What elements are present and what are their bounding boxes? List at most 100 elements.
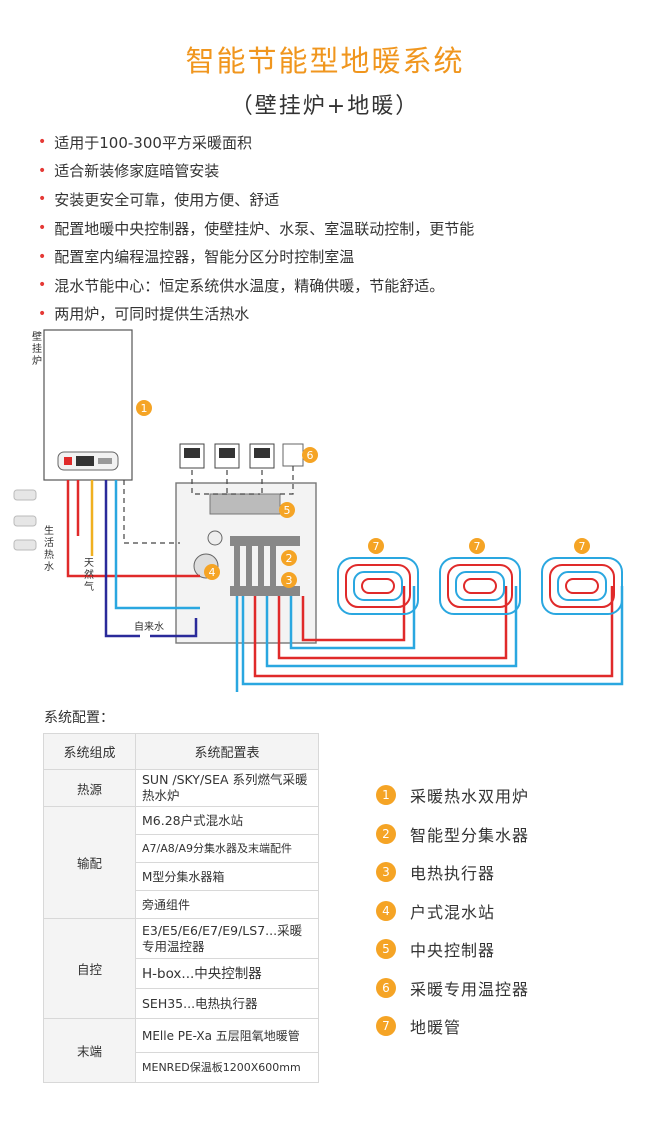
feature-text: 安装更安全可靠，使用方便、舒适	[54, 190, 280, 209]
legend-number: 1	[376, 785, 396, 806]
marker-3: 3	[281, 572, 297, 588]
wall-boiler	[43, 329, 133, 481]
faucet-icon	[13, 489, 37, 551]
central-controller	[209, 493, 281, 515]
config-item: H-box...中央控制器	[135, 958, 319, 989]
legend-number: 5	[376, 939, 396, 960]
config-item: SEH35...电热执行器	[135, 988, 319, 1019]
legend-item: 4 户式混水站	[376, 892, 529, 931]
marker-5: 5	[279, 502, 295, 518]
bullet-icon: •	[38, 248, 47, 265]
feature-item: •适合新装修家庭暗管安装	[38, 157, 638, 186]
marker-6: 6	[302, 447, 318, 463]
manifold	[230, 536, 300, 596]
config-table: 系统组成 系统配置表 热源 SUN /SKY/SEA 系列燃气采暖热水炉 输配 …	[43, 733, 319, 1083]
legend-label: 中央控制器	[410, 941, 496, 961]
column-header: 系统组成	[43, 733, 136, 770]
feature-item: • 配置地暖中央控制器，使壁挂炉、水泵、室温联动控制，更节能	[38, 214, 638, 243]
svg-text:7: 7	[474, 540, 481, 553]
hot-water-label: 生活热水	[44, 526, 54, 573]
group-label: 输配	[43, 806, 136, 919]
feature-text: 配置室内编程温控器，智能分区分时控制室温	[54, 248, 355, 267]
table-row: SEH35...电热执行器	[44, 988, 319, 1019]
bullet-icon: •	[38, 220, 47, 237]
legend-label: 采暖专用温控器	[410, 979, 530, 999]
column-header: 系统配置表	[135, 733, 319, 770]
feature-item: • 两用炉，可同时提供生活热水	[38, 300, 638, 329]
legend-number: 3	[376, 862, 396, 883]
feature-text: 混水节能中心：恒定系统供水温度，精确供暖，节能舒适。	[54, 276, 445, 295]
svg-text:1: 1	[141, 402, 148, 415]
diagram-svg: 1 2 3 4 5 6 7 7 7	[13, 329, 624, 692]
legend-label: 电热执行器	[410, 864, 496, 884]
config-item: MElle PE-Xa 五层阻氧地暖管	[135, 1018, 319, 1053]
system-diagram: 1 2 3 4 5 6 7 7 7 壁挂炉 生活热水 天然气 自来水	[0, 318, 650, 698]
floor-heating-loop	[541, 557, 623, 615]
feature-text: 两用炉，可同时提供生活热水	[54, 305, 250, 324]
bullet-icon: •	[38, 162, 47, 179]
svg-text:3: 3	[286, 574, 293, 587]
feature-text: 适用于100-300平方采暖面积	[54, 133, 252, 152]
feature-list: • 适用于100-300平方采暖面积 •适合新装修家庭暗管安装 • 安装更安全可靠，…	[38, 128, 638, 328]
legend-label: 采暖热水双用炉	[410, 787, 530, 807]
legend-item: 1 采暖热水双用炉	[376, 776, 529, 815]
floor-heating-loop	[337, 557, 419, 615]
bullet-icon: •	[38, 191, 47, 208]
legend-number: 6	[376, 977, 396, 998]
config-item: A7/A8/A9分集水器及末端配件	[135, 834, 319, 863]
marker-7: 7	[469, 538, 485, 554]
table-row: 旁通组件	[44, 890, 319, 919]
config-item: MENRED保温板1200X600mm	[135, 1052, 319, 1083]
pipe-network	[66, 480, 200, 638]
svg-text:5: 5	[284, 504, 291, 517]
feature-text: 配置地暖中央控制器，使壁挂炉、水泵、室温联动控制，更节能	[54, 219, 475, 238]
legend-label: 智能型分集水器	[410, 825, 530, 845]
legend-item: 7 地暖管	[376, 1007, 529, 1046]
legend-label: 地暖管	[410, 1018, 462, 1038]
boiler-label: 壁挂炉	[32, 332, 42, 367]
feature-item: • 混水节能中心：恒定系统供水温度，精确供暖，节能舒适。	[38, 271, 638, 300]
feature-item: • 适用于100-300平方采暖面积	[38, 128, 638, 157]
control-wiring	[123, 466, 294, 544]
config-item: M6.28户式混水站	[135, 806, 319, 835]
config-item: M型分集水器箱	[135, 862, 319, 891]
legend-number: 2	[376, 823, 396, 844]
bullet-icon: •	[38, 305, 47, 322]
config-item: E3/E5/E6/E7/E9/LS7...采暖专用温控器	[135, 918, 319, 959]
table-header: 系统组成 系统配置表	[43, 733, 319, 770]
legend-number: 4	[376, 900, 396, 921]
table-row: 末端 MElle PE-Xa 五层阻氧地暖管	[43, 1018, 319, 1083]
component-legend: 1 采暖热水双用炉 2 智能型分集水器 3 电热执行器 4 户式混水站 5 中央控制器 6…	[376, 776, 529, 1046]
floor-heating-loop	[439, 557, 521, 615]
legend-number: 7	[376, 1016, 396, 1037]
svg-text:7: 7	[579, 540, 586, 553]
gas-label: 天然气	[84, 558, 94, 593]
thermostat-icon	[179, 443, 304, 469]
marker-1: 1	[136, 400, 152, 416]
table-row: H-box...中央控制器	[44, 958, 319, 989]
table-row: 输配 M6.28户式混水站	[43, 806, 319, 919]
svg-text:7: 7	[373, 540, 380, 553]
feature-item: • 安装更安全可靠，使用方便、舒适	[38, 185, 638, 214]
group-label: 末端	[43, 1018, 136, 1083]
table-row: 热源 SUN /SKY/SEA 系列燃气采暖热水炉	[43, 769, 319, 807]
svg-text:4: 4	[209, 566, 216, 579]
bullet-icon: •	[38, 134, 47, 151]
legend-item: 2 智能型分集水器	[376, 815, 529, 854]
marker-2: 2	[281, 550, 297, 566]
bullet-icon: •	[38, 277, 47, 294]
marker-7: 7	[574, 538, 590, 554]
group-label: 自控	[43, 918, 136, 1019]
config-item: 旁通组件	[135, 890, 319, 919]
marker-4: 4	[204, 564, 220, 580]
legend-item: 3 电热执行器	[376, 853, 529, 892]
legend-label: 户式混水站	[410, 902, 496, 922]
marker-7: 7	[368, 538, 384, 554]
table-row: 自控 E3/E5/E6/E7/E9/LS7...采暖专用温控器	[43, 918, 319, 1019]
tap-water-label: 自来水	[134, 622, 164, 633]
config-item: SUN /SKY/SEA 系列燃气采暖热水炉	[135, 769, 319, 807]
table-row: M型分集水器箱	[44, 862, 319, 891]
config-heading: 系统配置：	[44, 710, 114, 726]
feature-item: • 配置室内编程温控器，智能分区分时控制室温	[38, 242, 638, 271]
page-subtitle: （壁挂炉+地暖）	[230, 94, 420, 119]
